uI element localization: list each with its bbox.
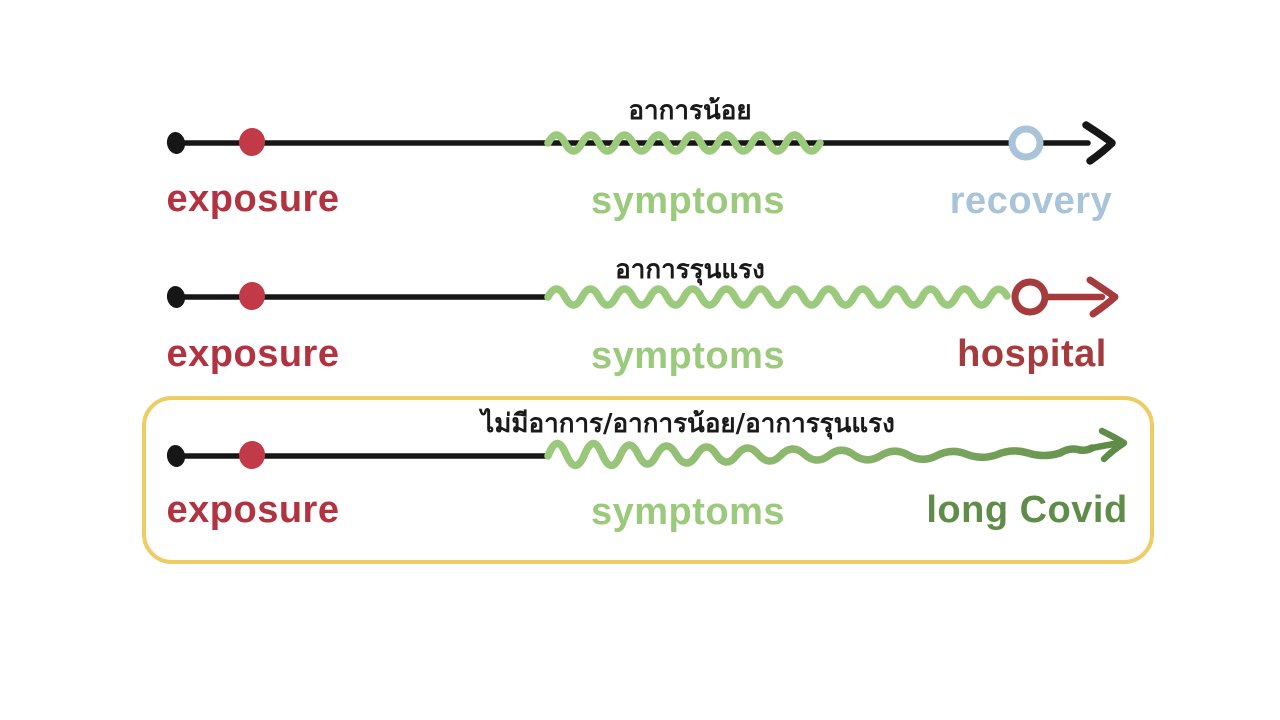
row2-symptoms-wave-line — [544, 285, 1011, 309]
row3-exposure-label: exposure — [166, 489, 340, 531]
row1-arrow-icon — [1082, 121, 1116, 165]
row3-long-covid-label: long Covid — [926, 489, 1128, 531]
row2-start-dot-icon — [166, 286, 186, 308]
row2-exposure-dot-icon — [238, 282, 266, 310]
row2-timeline-graphic — [166, 276, 1119, 318]
row2-hospital-label: hospital — [957, 333, 1107, 375]
row1-symptoms-wave-line — [544, 131, 824, 155]
row2-arrow-icon — [1086, 276, 1119, 318]
row2-severity-caption: อาการรุนแรง — [615, 255, 765, 285]
row1-recovery-label: recovery — [949, 180, 1113, 222]
row1-start-dot-icon — [166, 132, 186, 154]
row3-severity-caption: ไม่มีอาการ/อาการน้อย/อาการรุนแรง — [481, 409, 895, 439]
row2-symptoms-label: symptoms — [590, 335, 786, 377]
row3-symptoms-wave-line — [544, 439, 1096, 470]
row3-symptoms-label: symptoms — [590, 491, 786, 533]
row2-exposure-label: exposure — [166, 333, 340, 375]
row1-exposure-label: exposure — [166, 178, 340, 220]
row3-start-dot-icon — [166, 445, 186, 467]
row1-timeline-graphic — [166, 121, 1116, 165]
row1-symptoms-label: symptoms — [590, 180, 786, 222]
row1-severity-caption: อาการน้อย — [628, 96, 752, 126]
row3-timeline-graphic — [166, 427, 1128, 470]
row2-hospital-circle-icon — [1011, 278, 1049, 316]
long-covid-highlight-box — [142, 396, 1154, 564]
row1-exposure-dot-icon — [238, 128, 266, 156]
row3-exposure-dot-icon — [238, 441, 266, 469]
row1-recovery-circle-icon — [1008, 125, 1044, 161]
row3-arrow-icon — [1098, 427, 1128, 463]
